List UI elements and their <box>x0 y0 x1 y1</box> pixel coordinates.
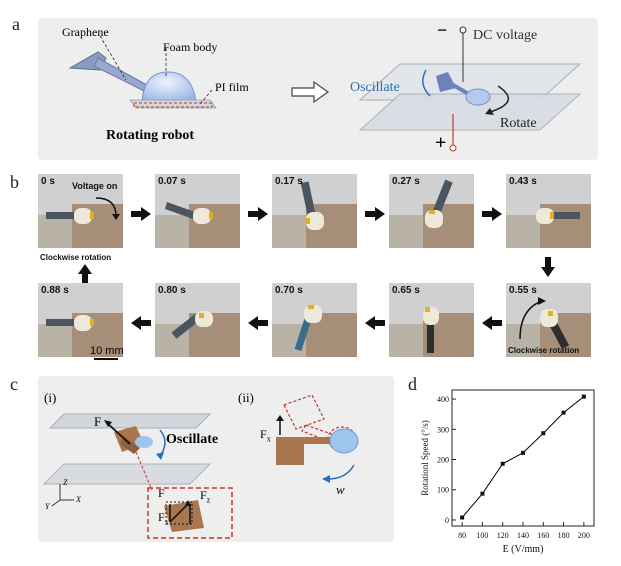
cw-rotation-left: Clockwise rotation <box>40 253 112 262</box>
y-tick-label: 300 <box>437 425 449 434</box>
force-diagram-i <box>42 413 233 539</box>
plot-frame <box>451 389 595 527</box>
arrow-right-icon <box>365 207 385 221</box>
panel-d-label: d <box>408 374 417 394</box>
force-fx-text: F <box>158 510 165 524</box>
force-fx2-text: F <box>260 427 267 441</box>
x-tick-label: 160 <box>537 531 549 540</box>
frame-4: 0.43 s <box>506 174 591 248</box>
y-tick-label: 200 <box>437 456 449 465</box>
frame-time: 0.65 s <box>392 285 420 296</box>
frame-9: 0.55 s <box>506 283 591 357</box>
arrow-left-icon <box>365 316 385 330</box>
rotate-label: Rotate <box>500 116 537 131</box>
frame-2: 0.17 s <box>272 174 357 248</box>
y-tick-label: 100 <box>437 486 449 495</box>
frame-0: 0 s <box>38 174 123 248</box>
frame-time: 0.17 s <box>275 176 303 187</box>
y-tick-label: 400 <box>437 395 449 404</box>
y-tick-label: 0 <box>445 516 449 525</box>
arrow-right-icon <box>248 207 268 221</box>
data-point <box>561 410 566 415</box>
frame-8: 0.65 s <box>389 283 474 357</box>
robot-caption: Rotating robot <box>106 128 195 143</box>
frame-time: 0.27 s <box>392 176 420 187</box>
rotating-robot-illustration <box>68 35 217 109</box>
force-fz-text: F <box>200 488 207 502</box>
x-tick-label: 140 <box>517 531 529 540</box>
force-fx2-sub: x <box>266 434 271 444</box>
axis-y-label: Y <box>45 502 50 511</box>
panel-c-label: c <box>10 374 18 394</box>
x-tick-label: 100 <box>476 531 488 540</box>
y-axis-label: Rotationl Speed (°/s) <box>420 420 430 496</box>
data-point <box>500 461 505 466</box>
force-fz-label: Fz <box>200 488 210 504</box>
dc-voltage-label: DC voltage <box>473 28 538 43</box>
frame-7: 0.70 s <box>272 283 357 357</box>
force-fx-sub: x <box>164 517 169 527</box>
sub-ii-label: (ii) <box>238 390 254 405</box>
frame-time: 0.55 s <box>509 285 537 296</box>
graphene-label: Graphene <box>62 25 109 39</box>
voltage-on-label: Voltage on <box>72 181 118 191</box>
minus-sign: − <box>437 20 448 40</box>
data-point <box>480 491 485 496</box>
arrow-up-icon <box>78 264 92 284</box>
foam-body-label: Foam body <box>163 40 218 54</box>
frame-3: 0.27 s <box>389 174 474 248</box>
oscillate-c-label: Oscillate <box>166 432 219 447</box>
data-point <box>460 515 465 520</box>
frame-5: 0.88 s <box>38 283 123 357</box>
arrow-right-icon <box>482 207 502 221</box>
frame-time: 0.70 s <box>275 285 303 296</box>
data-point <box>541 431 546 436</box>
frame-time: 0.80 s <box>158 285 186 296</box>
cw-rotation-right: Clockwise rotation <box>508 346 580 355</box>
frame-time: 0.88 s <box>41 285 69 296</box>
force-ftop-label: F <box>158 486 165 501</box>
frame-6: 0.80 s <box>155 283 240 357</box>
x-tick-label: 120 <box>497 531 509 540</box>
frame-time: 0 s <box>41 176 55 187</box>
oscillate-label: Oscillate <box>350 80 400 95</box>
electrode-setup-illustration <box>358 26 582 152</box>
x-axis-label: E (V/mm) <box>503 544 544 555</box>
force-f-label: F <box>94 414 102 429</box>
arrow-left-icon <box>482 316 502 330</box>
force-fx2-label: Fx <box>260 427 271 443</box>
panel-a-label: a <box>12 14 20 34</box>
plus-sign: + <box>435 132 447 154</box>
data-point <box>581 394 586 399</box>
hollow-arrow-icon <box>291 80 330 104</box>
panel-c <box>38 376 394 542</box>
data-point <box>521 450 525 455</box>
rotation-speed-chart: 80 100 120 140 160 180 200 0 100 200 300 400 E (V/mm… <box>420 389 595 555</box>
pi-film-label: PI film <box>215 80 249 94</box>
sub-i-label: (i) <box>44 390 57 405</box>
omega-label: w <box>336 482 345 497</box>
force-fz-sub: z <box>206 495 211 505</box>
arrow-left-icon <box>131 316 151 330</box>
frame-time: 0.07 s <box>158 176 186 187</box>
frame-time: 0.43 s <box>509 176 537 187</box>
axis-x-label: X <box>76 495 81 504</box>
cw-arrow-icon <box>95 197 120 220</box>
x-tick-label: 80 <box>458 531 466 540</box>
frame-1: 0.07 s <box>155 174 240 248</box>
arrow-down-icon <box>541 257 555 277</box>
force-fx-label: Fx <box>158 510 169 526</box>
panel-b-label: b <box>10 172 19 192</box>
arrow-right-icon <box>131 207 151 221</box>
scale-bar-label: 10 mm <box>90 345 124 357</box>
force-diagram-ii <box>276 395 359 483</box>
force-ftop-text: F <box>158 486 165 500</box>
x-tick-label: 180 <box>558 531 570 540</box>
axis-z-label: Z <box>63 478 68 487</box>
x-tick-label: 200 <box>578 531 590 540</box>
arrow-left-icon <box>248 316 268 330</box>
scale-bar <box>94 358 118 360</box>
